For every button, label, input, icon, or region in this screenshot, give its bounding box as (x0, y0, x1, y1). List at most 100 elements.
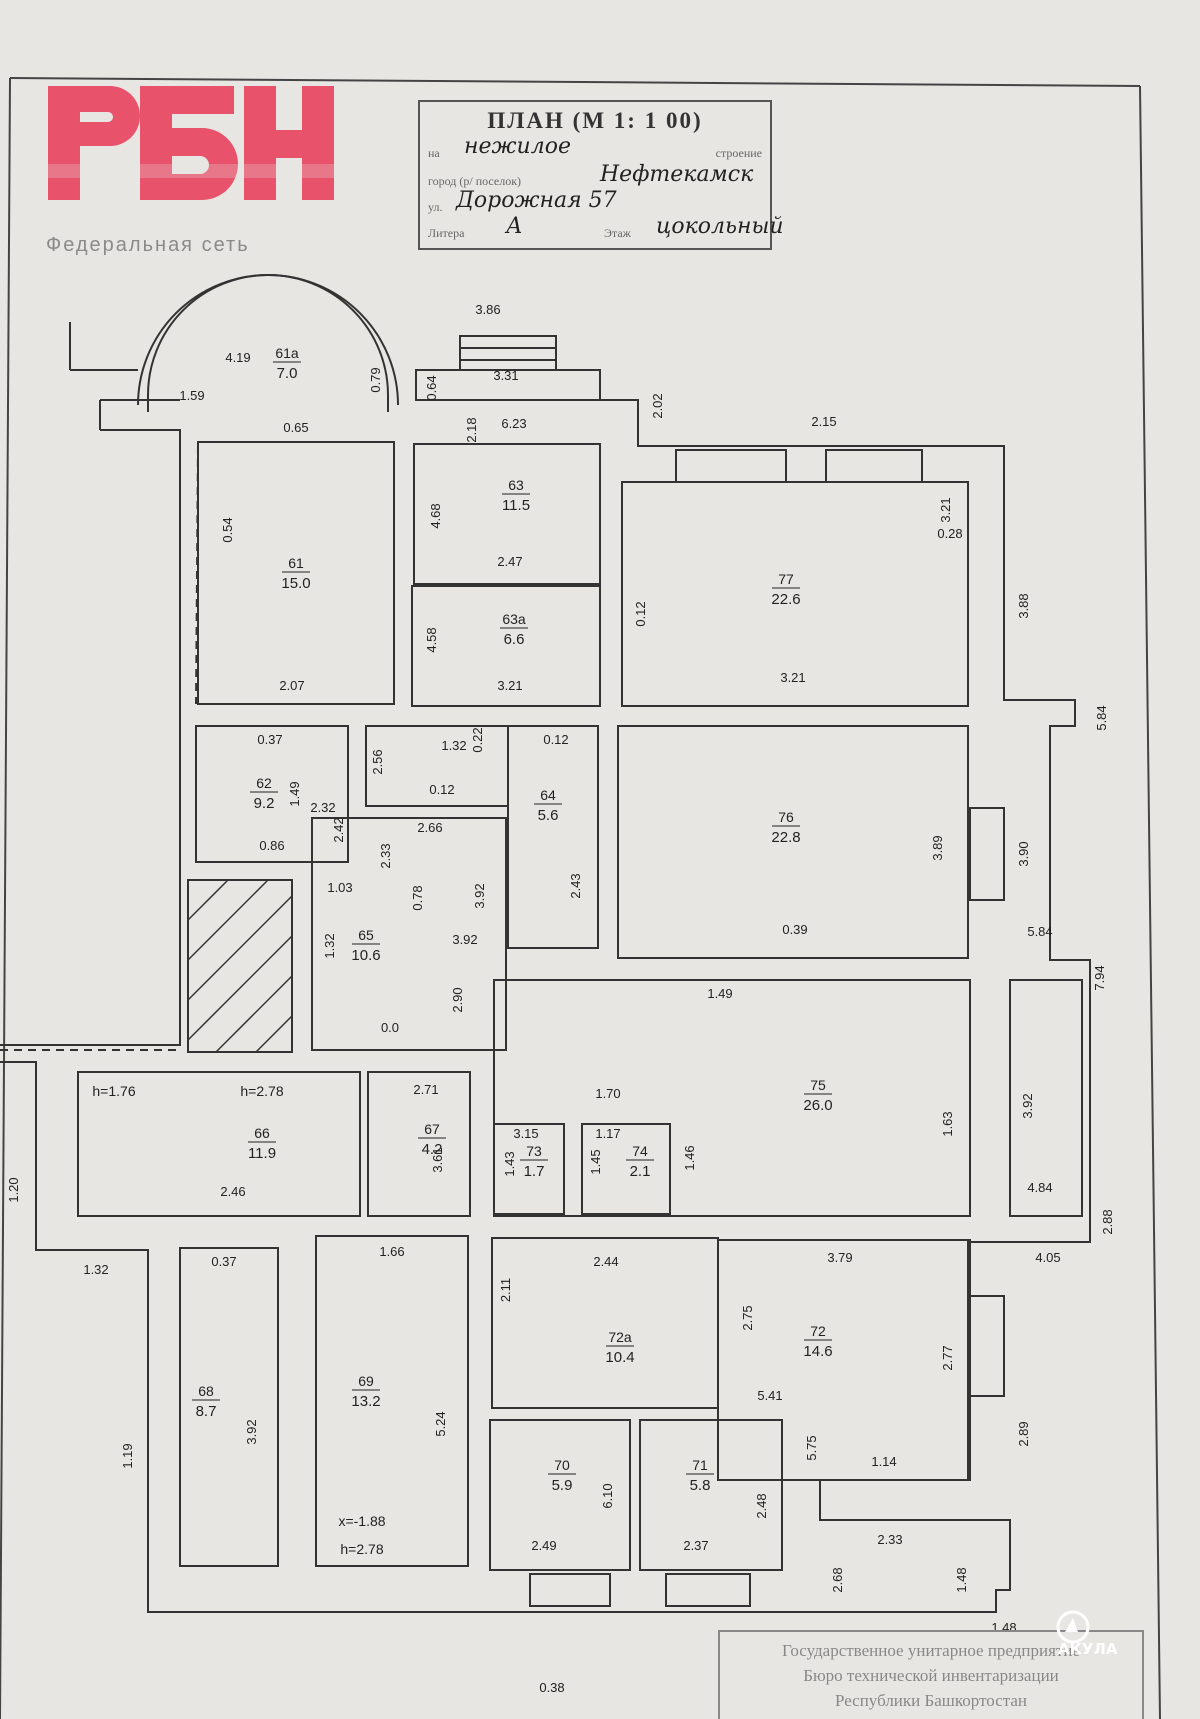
room-62 (195, 725, 349, 863)
dimension-label: 2.44 (593, 1254, 618, 1269)
room-number: 76 (778, 809, 794, 825)
dimension-label: 5.75 (804, 1435, 819, 1460)
dimension-label: 2.49 (531, 1538, 556, 1553)
dimension-label: 2.46 (220, 1184, 245, 1199)
dimension-label: 0.39 (782, 922, 807, 937)
dimension-label: 0.12 (429, 782, 454, 797)
room-number: 63а (502, 611, 526, 627)
dimension-label: 3.92 (472, 883, 487, 908)
dimension-label: 0.37 (257, 732, 282, 747)
room-area: 6.6 (504, 631, 525, 648)
dimension-label: 3.92 (244, 1419, 259, 1444)
dimension-label: 2.33 (877, 1532, 902, 1547)
room-area: 11.5 (502, 497, 530, 514)
height-note: x=-1.88 (338, 1513, 385, 1529)
room-area: 7.0 (277, 365, 298, 382)
room-number: 75 (810, 1077, 826, 1093)
room-number: 71 (692, 1457, 708, 1473)
dimension-label: 2.18 (464, 417, 479, 442)
bureau-line-2: Бюро технической инвентаризации (803, 1666, 1059, 1685)
dimension-label: 3.31 (493, 368, 518, 383)
room-area: 10.6 (351, 947, 380, 964)
dimension-label: 2.89 (1016, 1421, 1031, 1446)
dimension-label: 1.46 (682, 1145, 697, 1170)
room-number: 61а (275, 345, 299, 361)
room-area: 5.9 (552, 1477, 573, 1494)
dimension-label: 2.43 (568, 873, 583, 898)
dimension-label: 1.19 (120, 1443, 135, 1468)
height-note: h=1.76 (92, 1083, 135, 1099)
room-65 (311, 817, 507, 1051)
dimension-label: 4.05 (1035, 1250, 1060, 1265)
room-area: 22.8 (771, 829, 800, 846)
watermark-text: АКУЛА (1058, 1640, 1118, 1658)
dimension-label: 2.42 (331, 817, 346, 842)
room-number: 69 (358, 1373, 374, 1389)
dimension-label: 2.68 (830, 1567, 845, 1592)
dimension-label: 1.63 (940, 1111, 955, 1136)
dimension-label: 3.89 (930, 835, 945, 860)
dimension-label: 2.37 (683, 1538, 708, 1553)
dimension-label: 1.03 (327, 880, 352, 895)
room-61 (197, 441, 395, 705)
stamp-row-city-value: Нефтекамск (600, 162, 754, 187)
room-75 (493, 979, 971, 1217)
stamp-row-floor-prefix: Этаж (604, 226, 631, 240)
room-area: 5.8 (690, 1477, 711, 1494)
room-area: 2.1 (630, 1163, 651, 1180)
room-number: 65 (358, 927, 374, 943)
plan-walls (0, 77, 1161, 1719)
room-area: 13.2 (351, 1393, 380, 1410)
inventory-bureau-stamp: Государственное унитарное предприятие Бю… (718, 1630, 1144, 1719)
dimension-label: 2.48 (754, 1493, 769, 1518)
dimension-label: 0.86 (259, 838, 284, 853)
room-area: 8.7 (196, 1403, 217, 1420)
stamp-row-letter-prefix: Литера (428, 226, 465, 240)
room-number: 68 (198, 1383, 214, 1399)
room-area: 11.9 (248, 1145, 276, 1162)
room-number: 70 (554, 1457, 570, 1473)
room-69 (315, 1235, 469, 1567)
dimension-label: 0.79 (368, 367, 383, 392)
room-area: 14.6 (803, 1343, 832, 1360)
dimension-label: 3.86 (475, 302, 500, 317)
stamp-row-street: ул. Дорожная 57 (428, 188, 762, 215)
dimension-label: 2.07 (279, 678, 304, 693)
dimension-label: 5.24 (433, 1411, 448, 1436)
dimension-label: 1.49 (707, 986, 732, 1001)
dimension-label: 3.92 (1020, 1093, 1035, 1118)
hatched-stair (187, 879, 293, 1053)
dimension-label: 3.79 (827, 1250, 852, 1265)
dimension-label: 2.75 (740, 1305, 755, 1330)
dimension-label: 2.77 (940, 1345, 955, 1370)
height-note: h=2.78 (340, 1541, 383, 1557)
dimension-label: 1.59 (179, 388, 204, 403)
room-number: 67 (424, 1121, 440, 1137)
dimension-label: 2.47 (497, 554, 522, 569)
room-68 (179, 1247, 279, 1567)
dimension-label: 2.33 (378, 843, 393, 868)
dimension-label: 1.17 (595, 1126, 620, 1141)
room-number: 72а (608, 1329, 632, 1345)
dimension-label: 0.64 (424, 375, 439, 400)
dimension-label: 1.32 (83, 1262, 108, 1277)
room-64 (507, 725, 599, 949)
room-number: 64 (540, 787, 556, 803)
dimension-label: 0.78 (410, 885, 425, 910)
dimension-label: 2.56 (370, 749, 385, 774)
room-number: 66 (254, 1125, 270, 1141)
dimension-label: 4.84 (1027, 1180, 1052, 1195)
height-note: h=2.78 (240, 1083, 283, 1099)
plan-stamp: ПЛАН (М 1: 1 00) на нежилое строение гор… (418, 100, 784, 250)
dimension-label: 0.12 (543, 732, 568, 747)
dimension-label: 4.58 (424, 627, 439, 652)
stamp-row-street-value: Дорожная 57 (456, 188, 617, 213)
dimension-label: 6.10 (600, 1483, 615, 1508)
stamp-row-type-prefix: на (428, 146, 440, 160)
room-number: 74 (632, 1143, 648, 1159)
dimension-label: 1.32 (441, 738, 466, 753)
stamp-row-letter: Литера А Этаж цокольный (428, 214, 784, 241)
stamp-row-city-prefix: город (р/ поселок) (428, 174, 522, 188)
